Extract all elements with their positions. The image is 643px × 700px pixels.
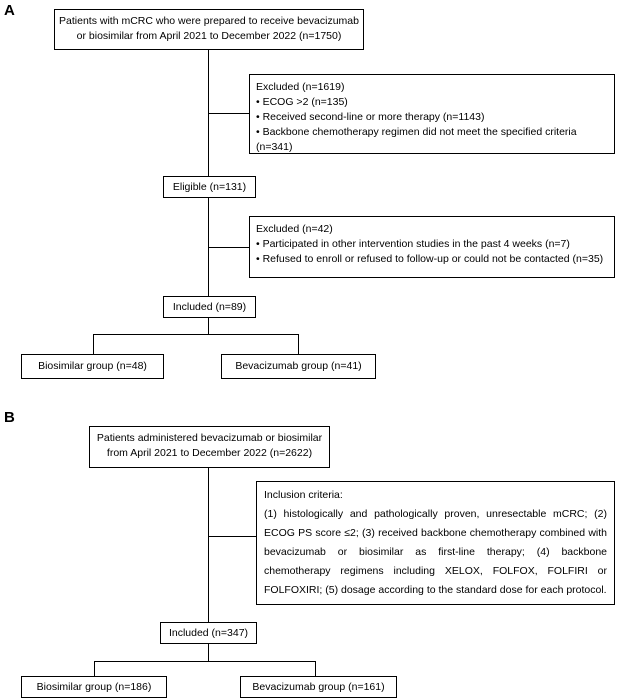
panel-a-label: A [4, 2, 15, 19]
panel-a-excluded2-item: • Refused to enroll or refused to follow… [256, 253, 604, 265]
panel-a-start-line2: or biosimilar from April 2021 to Decembe… [76, 30, 342, 42]
panel-a-eligible-text: Eligible (n=131) [172, 181, 247, 193]
panel-b-trunk [208, 468, 209, 622]
panel-a-split-bar [93, 334, 299, 335]
panel-a-split-left [93, 334, 94, 354]
panel-b-bevacizumab-box: Bevacizumab group (n=161) [240, 676, 397, 698]
panel-a-start-line1: Patients with mCRC who were prepared to … [59, 15, 359, 27]
panel-a-excluded2-item: • Participated in other intervention stu… [256, 238, 570, 250]
panel-b-inclusion-box: Inclusion criteria: (1) histologically a… [256, 481, 615, 605]
panel-b-included-box: Included (n=347) [160, 622, 257, 644]
panel-b-inclusion-text: (1) histologically and pathologically pr… [264, 508, 607, 596]
panel-a-bevacizumab-text: Bevacizumab group (n=41) [235, 360, 362, 372]
panel-a-excluded1-item: • ECOG >2 (n=135) [256, 96, 348, 108]
panel-b-label: B [4, 409, 15, 426]
panel-a-biosimilar-text: Biosimilar group (n=48) [38, 360, 147, 372]
panel-b-bevacizumab-text: Bevacizumab group (n=161) [252, 681, 385, 693]
panel-a-eligible-box: Eligible (n=131) [163, 176, 256, 198]
panel-b-split-right [315, 661, 316, 676]
panel-b-inclusion-title: Inclusion criteria: [264, 489, 343, 501]
panel-b-start-line1: Patients administered bevacizumab or bio… [96, 432, 323, 444]
panel-a-start-box: Patients with mCRC who were prepared to … [54, 9, 364, 50]
panel-a-excluded1-item: • Received second-line or more therapy (… [256, 111, 485, 123]
panel-a-biosimilar-box: Biosimilar group (n=48) [21, 354, 164, 379]
panel-b-biosimilar-box: Biosimilar group (n=186) [21, 676, 167, 698]
panel-a-excluded2-title: Excluded (n=42) [256, 223, 333, 235]
panel-b-start-box: Patients administered bevacizumab or bio… [89, 426, 330, 468]
panel-a-excluded2-box: Excluded (n=42) • Participated in other … [249, 216, 615, 278]
panel-b-biosimilar-text: Biosimilar group (n=186) [36, 681, 152, 693]
panel-a-bevacizumab-box: Bevacizumab group (n=41) [221, 354, 376, 379]
panel-a-branch-1 [208, 113, 249, 114]
panel-b-included-text: Included (n=347) [168, 627, 249, 639]
panel-b-branch [208, 536, 256, 537]
panel-a-excluded1-box: Excluded (n=1619) • ECOG >2 (n=135) • Re… [249, 74, 615, 154]
panel-a-included-text: Included (n=89) [172, 301, 247, 313]
panel-a-excluded1-title: Excluded (n=1619) [256, 81, 345, 93]
panel-a-split-right [298, 334, 299, 354]
panel-a-excluded1-item: • Backbone chemotherapy regimen did not … [256, 126, 577, 153]
panel-a-branch-2 [208, 247, 249, 248]
panel-b-start-line2: from April 2021 to December 2022 (n=2622… [106, 447, 313, 459]
panel-a-split-stem [208, 318, 209, 334]
panel-b-split-bar [94, 661, 316, 662]
panel-b-split-stem [208, 644, 209, 661]
panel-a-included-box: Included (n=89) [163, 296, 256, 318]
panel-b-split-left [94, 661, 95, 676]
